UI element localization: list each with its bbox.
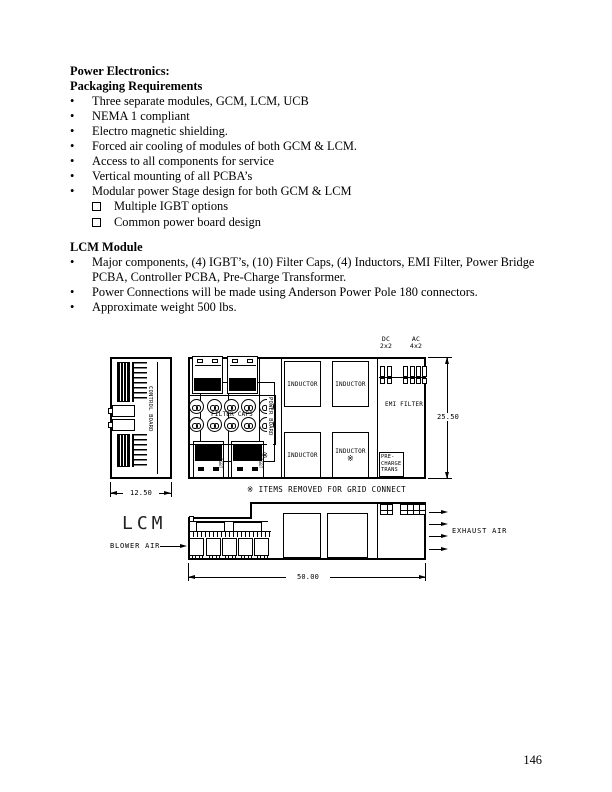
bullet-marker: •: [70, 255, 75, 269]
inductor-box: INDUCTOR: [284, 361, 321, 407]
control-board-label: CONTROL BOARD: [147, 386, 153, 432]
board-edge-line: [157, 362, 158, 474]
bullet-marker: •: [70, 184, 75, 198]
bullet-item: •NEMA 1 compliant: [70, 109, 190, 123]
dim-50-00-label: 50.00: [286, 573, 330, 581]
section1-subtitle: Packaging Requirements: [70, 79, 203, 93]
terminal-pins: [189, 531, 271, 537]
section1-title: Power Electronics:: [70, 64, 170, 78]
sub-bullet-item: Common power board design: [70, 215, 550, 231]
removed-item-mark: ※: [261, 451, 269, 460]
component-stack-upper: [132, 362, 147, 402]
bullet-item: •Modular power Stage design for both GCM…: [70, 184, 352, 198]
bullet-item: •Access to all components for service: [70, 154, 275, 168]
bullet-marker: •: [70, 94, 75, 108]
connector-tab: [108, 422, 113, 428]
heatsink-upper: [117, 362, 130, 402]
bus-bracket: [196, 522, 225, 531]
inductor-box-removed: INDUCTOR ※: [332, 432, 369, 478]
bullet-marker: •: [70, 300, 75, 314]
bullet-marker: •: [70, 109, 75, 123]
text-block: Power Electronics: Packaging Requirement…: [70, 64, 550, 315]
igbt-module: [192, 356, 223, 394]
igbt-label: IGBT: [258, 458, 263, 469]
bus-bar-line: [259, 359, 260, 477]
emi-filter-label: EMI FILTER: [384, 401, 424, 408]
exhaust-air-label: EXHAUST AIR: [452, 527, 508, 535]
blower-air-label: BLOWER AIR: [110, 542, 161, 550]
bullet-marker: •: [70, 154, 75, 168]
connector-tab: [108, 408, 113, 414]
connector-bus-line: [379, 377, 425, 378]
bullet-item: •Three separate modules, GCM, LCM, UCB: [70, 94, 309, 108]
removed-item-mark: ※: [347, 453, 354, 463]
filter-caps-bank: [188, 395, 276, 445]
inductor-box: INDUCTOR: [284, 432, 321, 478]
component-stack-lower: [132, 434, 147, 467]
bullet-marker: •: [70, 139, 75, 153]
igbt-module: IGBT: [193, 441, 224, 478]
ac-grid-connector: [400, 504, 426, 515]
igbt-module: IGBT: [231, 441, 264, 478]
filter-caps-label: FILTER CAPS: [211, 411, 253, 418]
inductor-side: [283, 513, 321, 558]
center-component: [112, 405, 135, 417]
bus-bracket: [233, 522, 262, 531]
inductor-box: INDUCTOR: [332, 361, 369, 407]
module-name-label: LCM: [122, 513, 167, 534]
power-board-label: POWER BOARD: [267, 397, 273, 455]
emi-section-divider: [377, 359, 378, 477]
igbt-module: [227, 356, 258, 394]
bullet-item: •Electro magnetic shielding.: [70, 124, 228, 138]
power-section-divider: [281, 359, 282, 477]
checkbox-marker: [92, 199, 114, 215]
checkbox-marker: [92, 215, 114, 231]
grid-connect-note: ※ ITEMS REMOVED FOR GRID CONNECT: [247, 485, 407, 494]
section2-title: LCM Module: [70, 240, 143, 254]
bullet-item: •Vertical mounting of all PCBA’s: [70, 169, 253, 183]
bullet-item: •Forced air cooling of modules of both G…: [70, 139, 357, 153]
inductor-side: [327, 513, 368, 558]
dc-grid-connector: [380, 504, 393, 515]
dim-12-50-label: 12.50: [123, 489, 159, 497]
pre-charge-transformer: PRE- CHARGE TRANS: [379, 452, 404, 477]
sub-bullet-item: Multiple IGBT options: [70, 199, 550, 215]
dim-25-50-label: 25.50: [432, 413, 464, 421]
bullet-item: •Major components, (4) IGBT’s, (10) Filt…: [70, 255, 535, 284]
bullet-marker: •: [70, 169, 75, 183]
emi-section-divider-side: [377, 504, 378, 558]
bullet-marker: •: [70, 124, 75, 138]
board-edge: [190, 521, 268, 522]
center-component: [112, 419, 135, 431]
igbt-label: IGBT: [218, 458, 223, 469]
bullet-item: •Approximate weight 500 lbs.: [70, 300, 237, 314]
heatsink-lower: [117, 434, 130, 467]
bullet-item: •Power Connections will be made using An…: [70, 285, 478, 299]
page-number: 146: [523, 753, 542, 767]
bullet-marker: •: [70, 285, 75, 299]
